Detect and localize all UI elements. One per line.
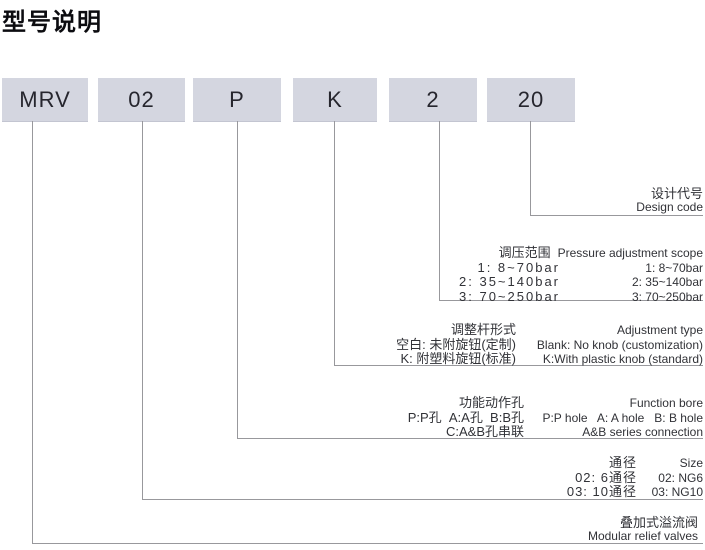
section-product-name: 叠加式溢流阀 Modular relief valves bbox=[588, 516, 698, 543]
model-code-box-k: K bbox=[293, 78, 377, 122]
adjustment-header-en: Adjustment type bbox=[616, 323, 703, 337]
pressure-row: 3: 70~250bar 3: 70~250bar bbox=[459, 288, 703, 304]
adjustment-row: 空白: 未附旋钮(定制) Blank: No knob (customizati… bbox=[396, 336, 703, 352]
model-code-box-mrv: MRV bbox=[2, 78, 88, 122]
product-name-zh: 叠加式溢流阀 bbox=[619, 515, 698, 530]
connector-vline-mrv bbox=[32, 121, 33, 543]
adjustment-header-zh: 调整杆形式 bbox=[450, 322, 516, 337]
section-function-bore: 功能动作孔 Function bore P:P孔 A:A孔 B:B孔 P:P h… bbox=[408, 396, 703, 440]
section-design-code: 设计代号 Design code bbox=[636, 187, 703, 214]
function-bore-row: C:A&B孔串联 A&B series connection bbox=[445, 424, 703, 439]
connector-hline-adjustment bbox=[334, 365, 703, 366]
size-row: 02: 6通径 02: NG6 bbox=[575, 469, 703, 485]
pressure-row: 2: 35~140bar 2: 35~140bar bbox=[459, 274, 703, 289]
connector-hline-size bbox=[142, 499, 703, 500]
connector-hline-design-code bbox=[530, 215, 703, 216]
adjustment-row: K: 附塑料旋钮(标准) K:With plastic knob (standa… bbox=[400, 351, 703, 366]
model-code-box-20: 20 bbox=[487, 78, 575, 122]
connector-hline-pressure bbox=[439, 300, 703, 301]
model-code-box-02: 02 bbox=[98, 78, 185, 122]
connector-hline-product bbox=[32, 543, 703, 544]
section-pressure-adjustment-scope: 调压范围 Pressure adjustment scope 1: 8~70ba… bbox=[459, 246, 703, 304]
connector-vline-20 bbox=[530, 121, 531, 215]
size-header-zh: 通径 bbox=[608, 455, 637, 470]
function-bore-row: P:P孔 A:A孔 B:B孔 P:P hole A: A hole B: B h… bbox=[407, 409, 703, 425]
connector-vline-k bbox=[334, 121, 335, 365]
function-bore-header-zh: 功能动作孔 bbox=[458, 395, 524, 410]
connector-vline-02 bbox=[142, 121, 143, 499]
model-code-box-2: 2 bbox=[389, 78, 477, 122]
pressure-header-zh: 调压范围 bbox=[498, 245, 551, 260]
page-title: 型号说明 bbox=[2, 9, 102, 36]
size-header-en: Size bbox=[679, 456, 703, 470]
section-size: 通径 Size 02: 6通径 02: NG6 03: 10通径 03: NG1… bbox=[567, 456, 703, 500]
connector-vline-p bbox=[237, 121, 238, 438]
function-bore-header-en: Function bore bbox=[629, 396, 703, 410]
pressure-row: 1: 8~70bar 1: 8~70bar bbox=[477, 259, 703, 275]
pressure-header-en: Pressure adjustment scope bbox=[557, 246, 703, 260]
design-code-label-en: Design code bbox=[636, 199, 703, 214]
product-name-en: Modular relief valves bbox=[587, 528, 698, 543]
size-row: 03: 10通径 03: NG10 bbox=[566, 484, 703, 499]
section-adjustment-type: 调整杆形式 Adjustment type 空白: 未附旋钮(定制) Blank… bbox=[396, 323, 703, 367]
design-code-label-zh: 设计代号 bbox=[650, 186, 703, 201]
connector-vline-2 bbox=[439, 121, 440, 300]
model-code-box-p: P bbox=[193, 78, 281, 122]
connector-hline-function-bore bbox=[237, 438, 703, 439]
